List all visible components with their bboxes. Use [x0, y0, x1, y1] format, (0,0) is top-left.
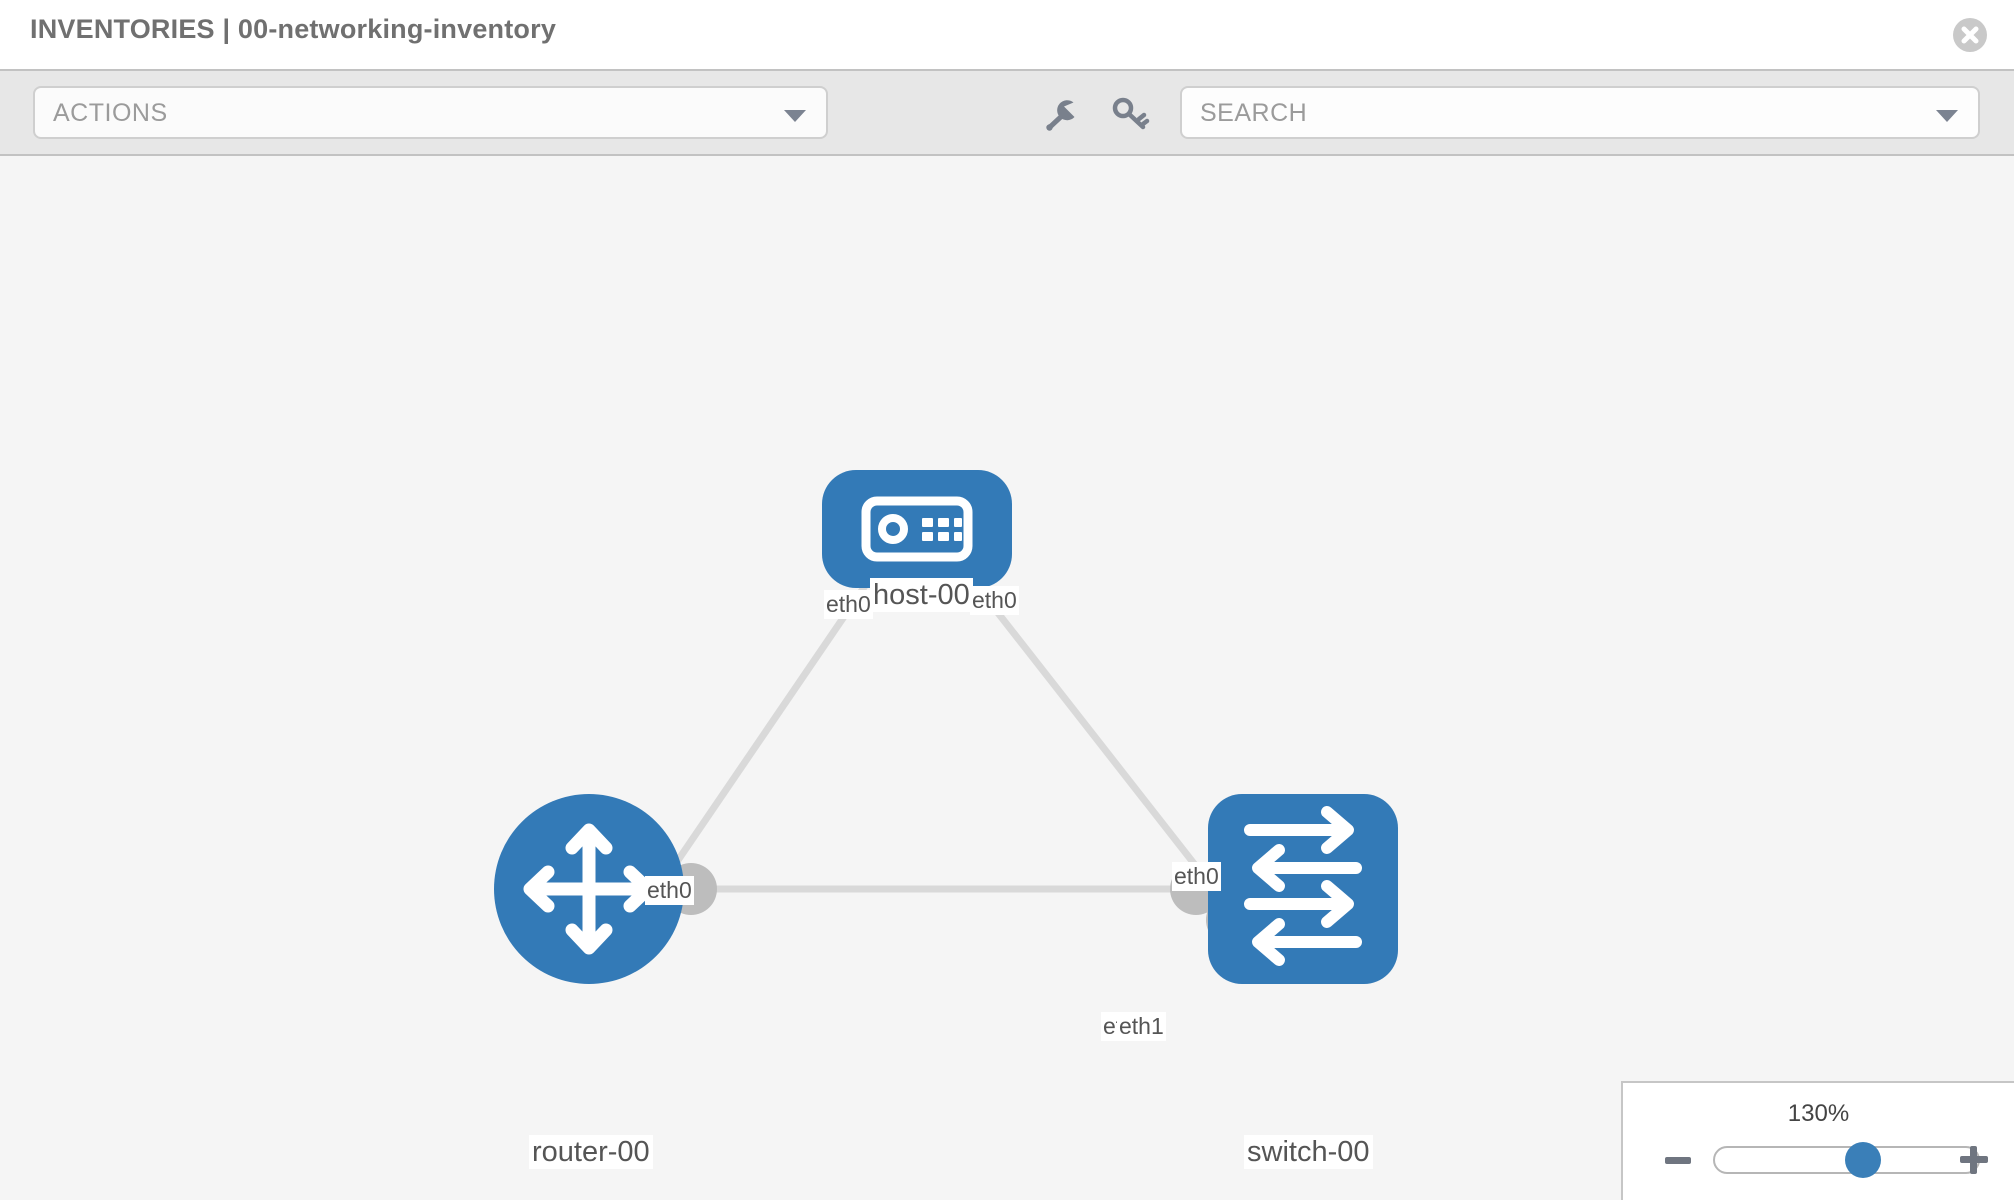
edge-label: eth1	[1117, 1012, 1166, 1041]
edge-label: eth0	[824, 590, 873, 619]
chevron-down-icon[interactable]	[1936, 110, 1958, 122]
page-title: INVENTORIES | 00-networking-inventory	[30, 14, 557, 44]
plus-icon[interactable]	[1960, 1146, 1988, 1174]
topology-graph	[494, 470, 1398, 984]
actions-dropdown[interactable]: ACTIONS	[33, 86, 828, 139]
minus-icon[interactable]	[1665, 1157, 1691, 1164]
search-input[interactable]: SEARCH	[1180, 86, 1980, 139]
close-icon[interactable]	[1953, 18, 1987, 52]
edge-label: eth0	[1172, 862, 1221, 891]
zoom-percentage: 130%	[1787, 1100, 1850, 1127]
zoom-control-panel: 130%	[1621, 1081, 2014, 1200]
toolbar: ACTIONS SEARCH	[0, 69, 2014, 156]
page-header: INVENTORIES | 00-networking-inventory	[0, 0, 2014, 69]
node-label-switch-00: switch-00	[1244, 1135, 1373, 1169]
edge-label: eth0	[645, 876, 694, 905]
node-label-host-00: host-00	[870, 578, 973, 612]
edge-label: eth0	[970, 586, 1019, 615]
topology-canvas[interactable]: eth0 eth0 eth0 eth0 eth0 eth1 host-00 ro…	[0, 156, 2014, 1200]
wrench-icon[interactable]	[1040, 93, 1084, 137]
node-host-00[interactable]	[822, 470, 1012, 588]
actions-dropdown-label: ACTIONS	[53, 99, 168, 127]
search-placeholder: SEARCH	[1200, 99, 1308, 127]
chevron-down-icon	[784, 110, 806, 122]
zoom-slider-handle[interactable]	[1845, 1142, 1881, 1178]
node-label-router-00: router-00	[529, 1135, 653, 1169]
edge-host00-switch00	[952, 555, 1238, 919]
node-switch-00[interactable]	[1208, 794, 1398, 984]
key-icon[interactable]	[1108, 93, 1152, 137]
